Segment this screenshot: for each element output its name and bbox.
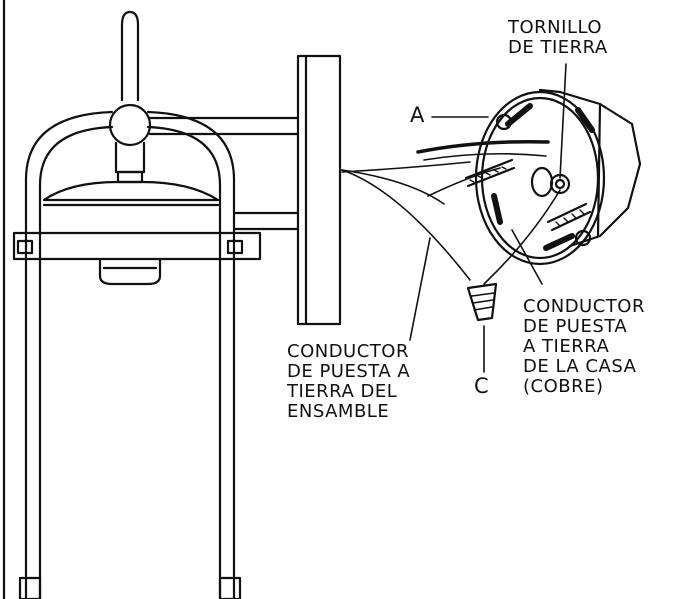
house-ground-label: CONDUCTOR DE PUESTA A TIERRA DE LA CASA … — [523, 297, 645, 397]
frame-outer-left — [24, 110, 114, 599]
neck-collar — [116, 170, 144, 184]
fixture-wire — [341, 161, 471, 173]
band-clip-right — [226, 239, 244, 255]
mounting-plate-inner — [480, 96, 600, 260]
label-line: ENSAMBLE — [287, 401, 390, 422]
hanging-loop — [120, 10, 140, 102]
knuckle-ball — [108, 103, 152, 147]
house-ground-wire — [483, 189, 561, 285]
plate-slot — [575, 107, 595, 133]
label-line: DE TIERRA — [508, 37, 608, 58]
mounting-screw-bottom — [574, 229, 592, 247]
label-line: DE LA CASA — [523, 356, 637, 377]
frame-inner-left — [38, 125, 114, 599]
foot-left — [18, 576, 42, 599]
label-line: DE PUESTA A — [287, 361, 411, 382]
frame-inner-right — [146, 125, 222, 599]
box-top-edge — [538, 88, 562, 94]
leader-fixture-ground — [409, 237, 431, 341]
lantern-fixture — [12, 10, 262, 599]
cap-dome — [42, 180, 220, 202]
mounting-plate — [474, 90, 606, 266]
label-line: DE PUESTA — [523, 316, 628, 337]
plate-slot — [543, 233, 575, 251]
backplate-side — [296, 54, 342, 326]
label-line: A TIERRA — [523, 336, 610, 357]
rod-threads — [469, 166, 507, 183]
ground-screw-label: TORNILLO DE TIERRA — [508, 18, 608, 58]
foot-right — [218, 576, 242, 599]
fixture-wire — [341, 169, 445, 205]
ground-screw-head — [554, 178, 566, 190]
mounting-screw-top — [495, 113, 513, 131]
fixture-ground-wire — [341, 169, 471, 281]
wires — [341, 139, 561, 322]
leader-house-ground — [511, 229, 543, 285]
center-hole — [530, 166, 554, 198]
bulb-socket — [98, 257, 162, 286]
house-wire-white — [423, 152, 547, 161]
wall-arm — [148, 54, 342, 326]
leader-lines — [409, 63, 567, 373]
fixture-ground-label: CONDUCTOR DE PUESTA A TIERRA DEL ENSAMBL… — [287, 342, 410, 422]
lantern-neck — [114, 141, 146, 174]
house-wire-black — [416, 139, 550, 154]
junction-box — [464, 88, 642, 266]
label-line: TORNILLO — [508, 17, 603, 38]
label-line: (COBRE) — [523, 376, 604, 397]
house-wire-second — [427, 167, 501, 197]
cross-band — [12, 231, 262, 261]
callout-a: A — [410, 103, 425, 127]
rod-threads — [555, 209, 585, 227]
callout-c: C — [474, 374, 489, 398]
leader-ground-screw — [559, 63, 567, 179]
plate-slot — [491, 193, 503, 225]
label-line: CONDUCTOR — [287, 341, 409, 362]
wire-nut-ribs — [471, 292, 495, 311]
band-clip-left — [16, 239, 34, 255]
threaded-rod-lower — [546, 202, 592, 232]
label-line: TIERRA DEL — [287, 381, 398, 402]
label-line: CONDUCTOR — [523, 296, 645, 317]
threaded-rod-upper — [464, 158, 516, 188]
frame-outer-right — [146, 110, 236, 599]
